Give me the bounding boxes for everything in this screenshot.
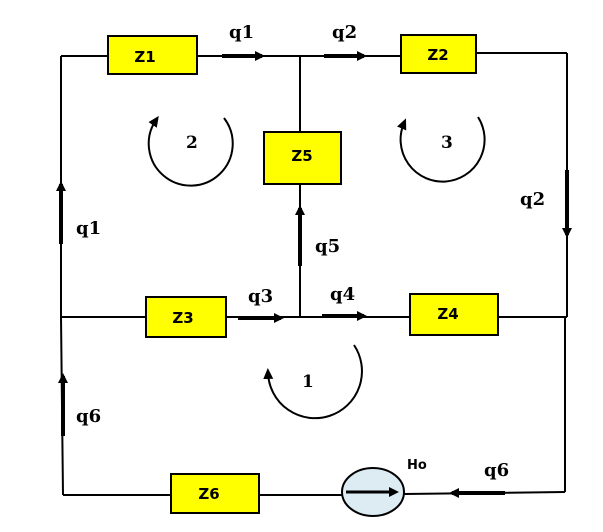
wires — [60, 52, 568, 496]
flow-arrows — [56, 51, 572, 498]
flow-label-q3: q3 — [248, 286, 273, 307]
flow-label-q5: q5 — [315, 236, 340, 257]
flow-label-q6-bottom: q6 — [484, 460, 509, 481]
z6-label: Z6 — [198, 485, 219, 503]
z3-label: Z3 — [172, 309, 193, 327]
z4-label: Z4 — [437, 305, 458, 323]
pump-label: Ho — [407, 458, 427, 473]
z4-box — [409, 293, 499, 336]
component-z1: Z1 — [107, 35, 198, 75]
z3-box — [145, 296, 227, 338]
flow-label-q2-top: q2 — [332, 22, 357, 43]
flow-label-q4: q4 — [330, 284, 355, 305]
loop-1: 1 — [263, 344, 363, 420]
z1-label: Z1 — [134, 48, 155, 66]
flow-label-q6-left: q6 — [76, 406, 101, 427]
flow-label-q1-left: q1 — [76, 218, 101, 239]
loop-1-label: 1 — [302, 372, 314, 392]
component-z4: Z4 — [409, 293, 499, 336]
component-z5: Z5 — [263, 131, 342, 185]
component-z2: Z2 — [400, 34, 477, 74]
z2-box — [400, 34, 477, 74]
z2-label: Z2 — [427, 46, 448, 64]
z1-box — [107, 35, 198, 75]
loop-2-label: 2 — [186, 133, 198, 153]
loop-3: 3 — [397, 116, 486, 183]
z5-box — [263, 131, 342, 185]
component-z6: Z6 — [170, 473, 260, 514]
loop-2: 2 — [147, 115, 234, 187]
flow-label-q1-top: q1 — [229, 22, 254, 43]
z6-box — [170, 473, 260, 514]
z5-label: Z5 — [291, 147, 312, 165]
flow-label-q2-right: q2 — [520, 189, 545, 210]
pump: Ho — [341, 458, 427, 517]
loop-1-arrow-icon — [263, 344, 363, 420]
loop-3-arrow-icon — [397, 116, 486, 183]
loop-3-label: 3 — [441, 133, 453, 153]
component-z3: Z3 — [145, 296, 227, 338]
loop-2-arrow-icon — [147, 115, 234, 187]
